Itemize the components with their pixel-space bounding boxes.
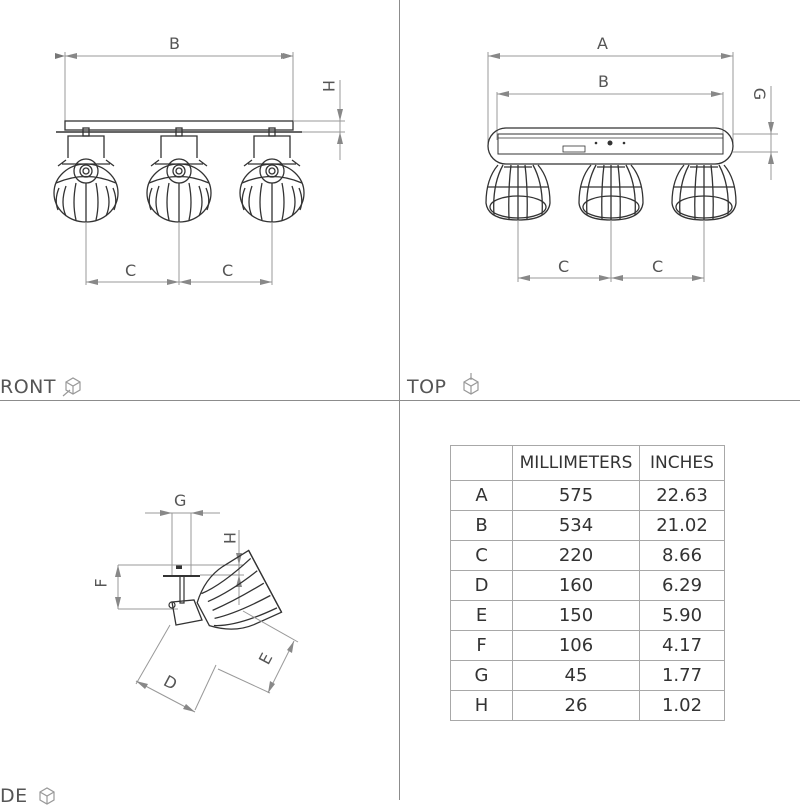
row-key: D: [450, 570, 513, 601]
table-header-row: MILLIMETERS INCHES: [450, 445, 725, 481]
top-view-drawing: [485, 52, 778, 282]
top-dim-a-label: A: [597, 34, 608, 53]
row-key: H: [450, 690, 513, 721]
view-cube-icon: [39, 787, 55, 805]
top-dim-c2-label: C: [652, 257, 664, 276]
table-header-inches: INCHES: [639, 445, 725, 481]
row-in: 4.17: [639, 630, 725, 661]
row-in: 6.29: [639, 570, 725, 601]
side-dim-g-label: G: [174, 491, 187, 510]
row-key: B: [450, 510, 513, 541]
row-mm: 575: [512, 480, 640, 511]
row-in: 1.77: [639, 660, 725, 691]
front-dim-h-label: H: [319, 79, 339, 93]
quadrant-divider-horizontal: [0, 400, 800, 401]
view-label-side: DE: [0, 785, 28, 807]
row-in: 1.02: [639, 690, 725, 721]
front-dim-b-label: B: [169, 34, 180, 53]
row-mm: 45: [512, 660, 640, 691]
front-view-drawing: [53, 52, 345, 285]
view-cube-icon: [62, 377, 81, 397]
row-key: A: [450, 480, 513, 511]
table-row: H 26 1.02: [450, 690, 725, 721]
row-key: G: [450, 660, 513, 691]
row-mm: 150: [512, 600, 640, 631]
row-key: C: [450, 540, 513, 571]
table-row: D 160 6.29: [450, 570, 725, 601]
row-mm: 26: [512, 690, 640, 721]
row-in: 21.02: [639, 510, 725, 541]
row-in: 22.63: [639, 480, 725, 511]
row-mm: 534: [512, 510, 640, 541]
top-dim-c1-label: C: [558, 257, 570, 276]
table-header-key: [450, 445, 513, 481]
view-cube-icon: [463, 373, 479, 395]
top-dim-g-label: G: [750, 87, 770, 101]
side-dim-h-label: H: [220, 531, 240, 545]
view-label-front: RONT: [0, 376, 56, 398]
side-dim-f-label: F: [91, 578, 111, 588]
table-row: F 106 4.17: [450, 630, 725, 661]
row-in: 8.66: [639, 540, 725, 571]
table-row: C 220 8.66: [450, 540, 725, 571]
top-dim-b-label: B: [598, 72, 609, 91]
table-row: A 575 22.63: [450, 480, 725, 511]
row-mm: 106: [512, 630, 640, 661]
front-dim-c1-label: C: [125, 261, 137, 280]
side-view-drawing: [115, 510, 299, 713]
row-key: F: [450, 630, 513, 661]
dimensions-table: MILLIMETERS INCHES A 575 22.63 B 534 21.…: [450, 445, 725, 721]
row-mm: 220: [512, 540, 640, 571]
table-header-millimeters: MILLIMETERS: [512, 445, 640, 481]
front-dim-c2-label: C: [222, 261, 234, 280]
table-row: E 150 5.90: [450, 600, 725, 631]
view-label-top: TOP: [407, 376, 447, 398]
table-row: B 534 21.02: [450, 510, 725, 541]
table-row: G 45 1.77: [450, 660, 725, 691]
row-key: E: [450, 600, 513, 631]
row-in: 5.90: [639, 600, 725, 631]
row-mm: 160: [512, 570, 640, 601]
